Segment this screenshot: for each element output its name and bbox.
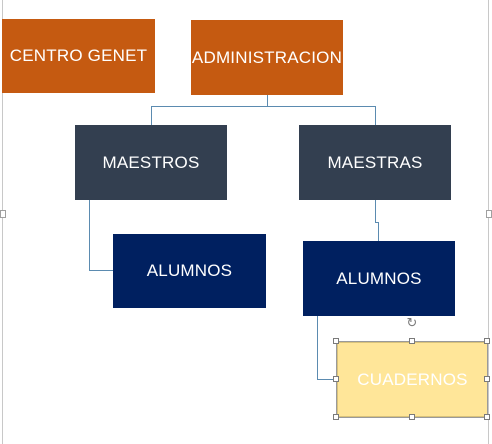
node-alumnos-left[interactable]: ALUMNOS — [113, 234, 266, 308]
resize-handle-bottom-left[interactable] — [333, 414, 339, 420]
connector-alumnos-cuadernos — [317, 316, 337, 380]
resize-handle-top[interactable] — [409, 338, 415, 344]
resize-handle-bottom[interactable] — [409, 414, 415, 420]
node-maestros[interactable]: MAESTROS — [75, 125, 227, 200]
node-label: MAESTRAS — [327, 152, 423, 172]
connector-admin-maestras — [267, 106, 376, 125]
node-label: CENTRO GENET — [9, 46, 148, 65]
resize-handle-bottom-right[interactable] — [484, 414, 490, 420]
resize-handle-top-left[interactable] — [333, 338, 339, 344]
node-label: CUADERNOS — [357, 369, 468, 389]
node-cuadernos[interactable]: CUADERNOS — [337, 342, 488, 417]
page-edge-left — [2, 0, 3, 444]
page-edge-right — [488, 0, 489, 444]
node-label: MAESTROS — [102, 152, 200, 172]
resize-handle-right[interactable] — [484, 376, 490, 382]
node-label: ALUMNOS — [336, 268, 422, 288]
connector-maestras-alumnos — [375, 200, 379, 241]
connector-admin-maestros — [151, 95, 268, 125]
page-margin-marker-left — [0, 210, 6, 218]
node-alumnos-right[interactable]: ALUMNOS — [303, 241, 455, 316]
node-centro-genet[interactable]: CENTRO GENET — [2, 19, 155, 93]
resize-handle-left[interactable] — [333, 376, 339, 382]
node-maestras[interactable]: MAESTRAS — [299, 125, 451, 200]
resize-handle-top-right[interactable] — [484, 338, 490, 344]
connector-maestros-alumnos — [89, 200, 113, 271]
rotate-handle-icon[interactable]: ↻ — [406, 315, 418, 330]
node-administracion[interactable]: ADMINISTRACION — [191, 20, 343, 95]
node-label: ALUMNOS — [146, 261, 233, 280]
node-label: ADMINISTRACION — [191, 47, 343, 67]
